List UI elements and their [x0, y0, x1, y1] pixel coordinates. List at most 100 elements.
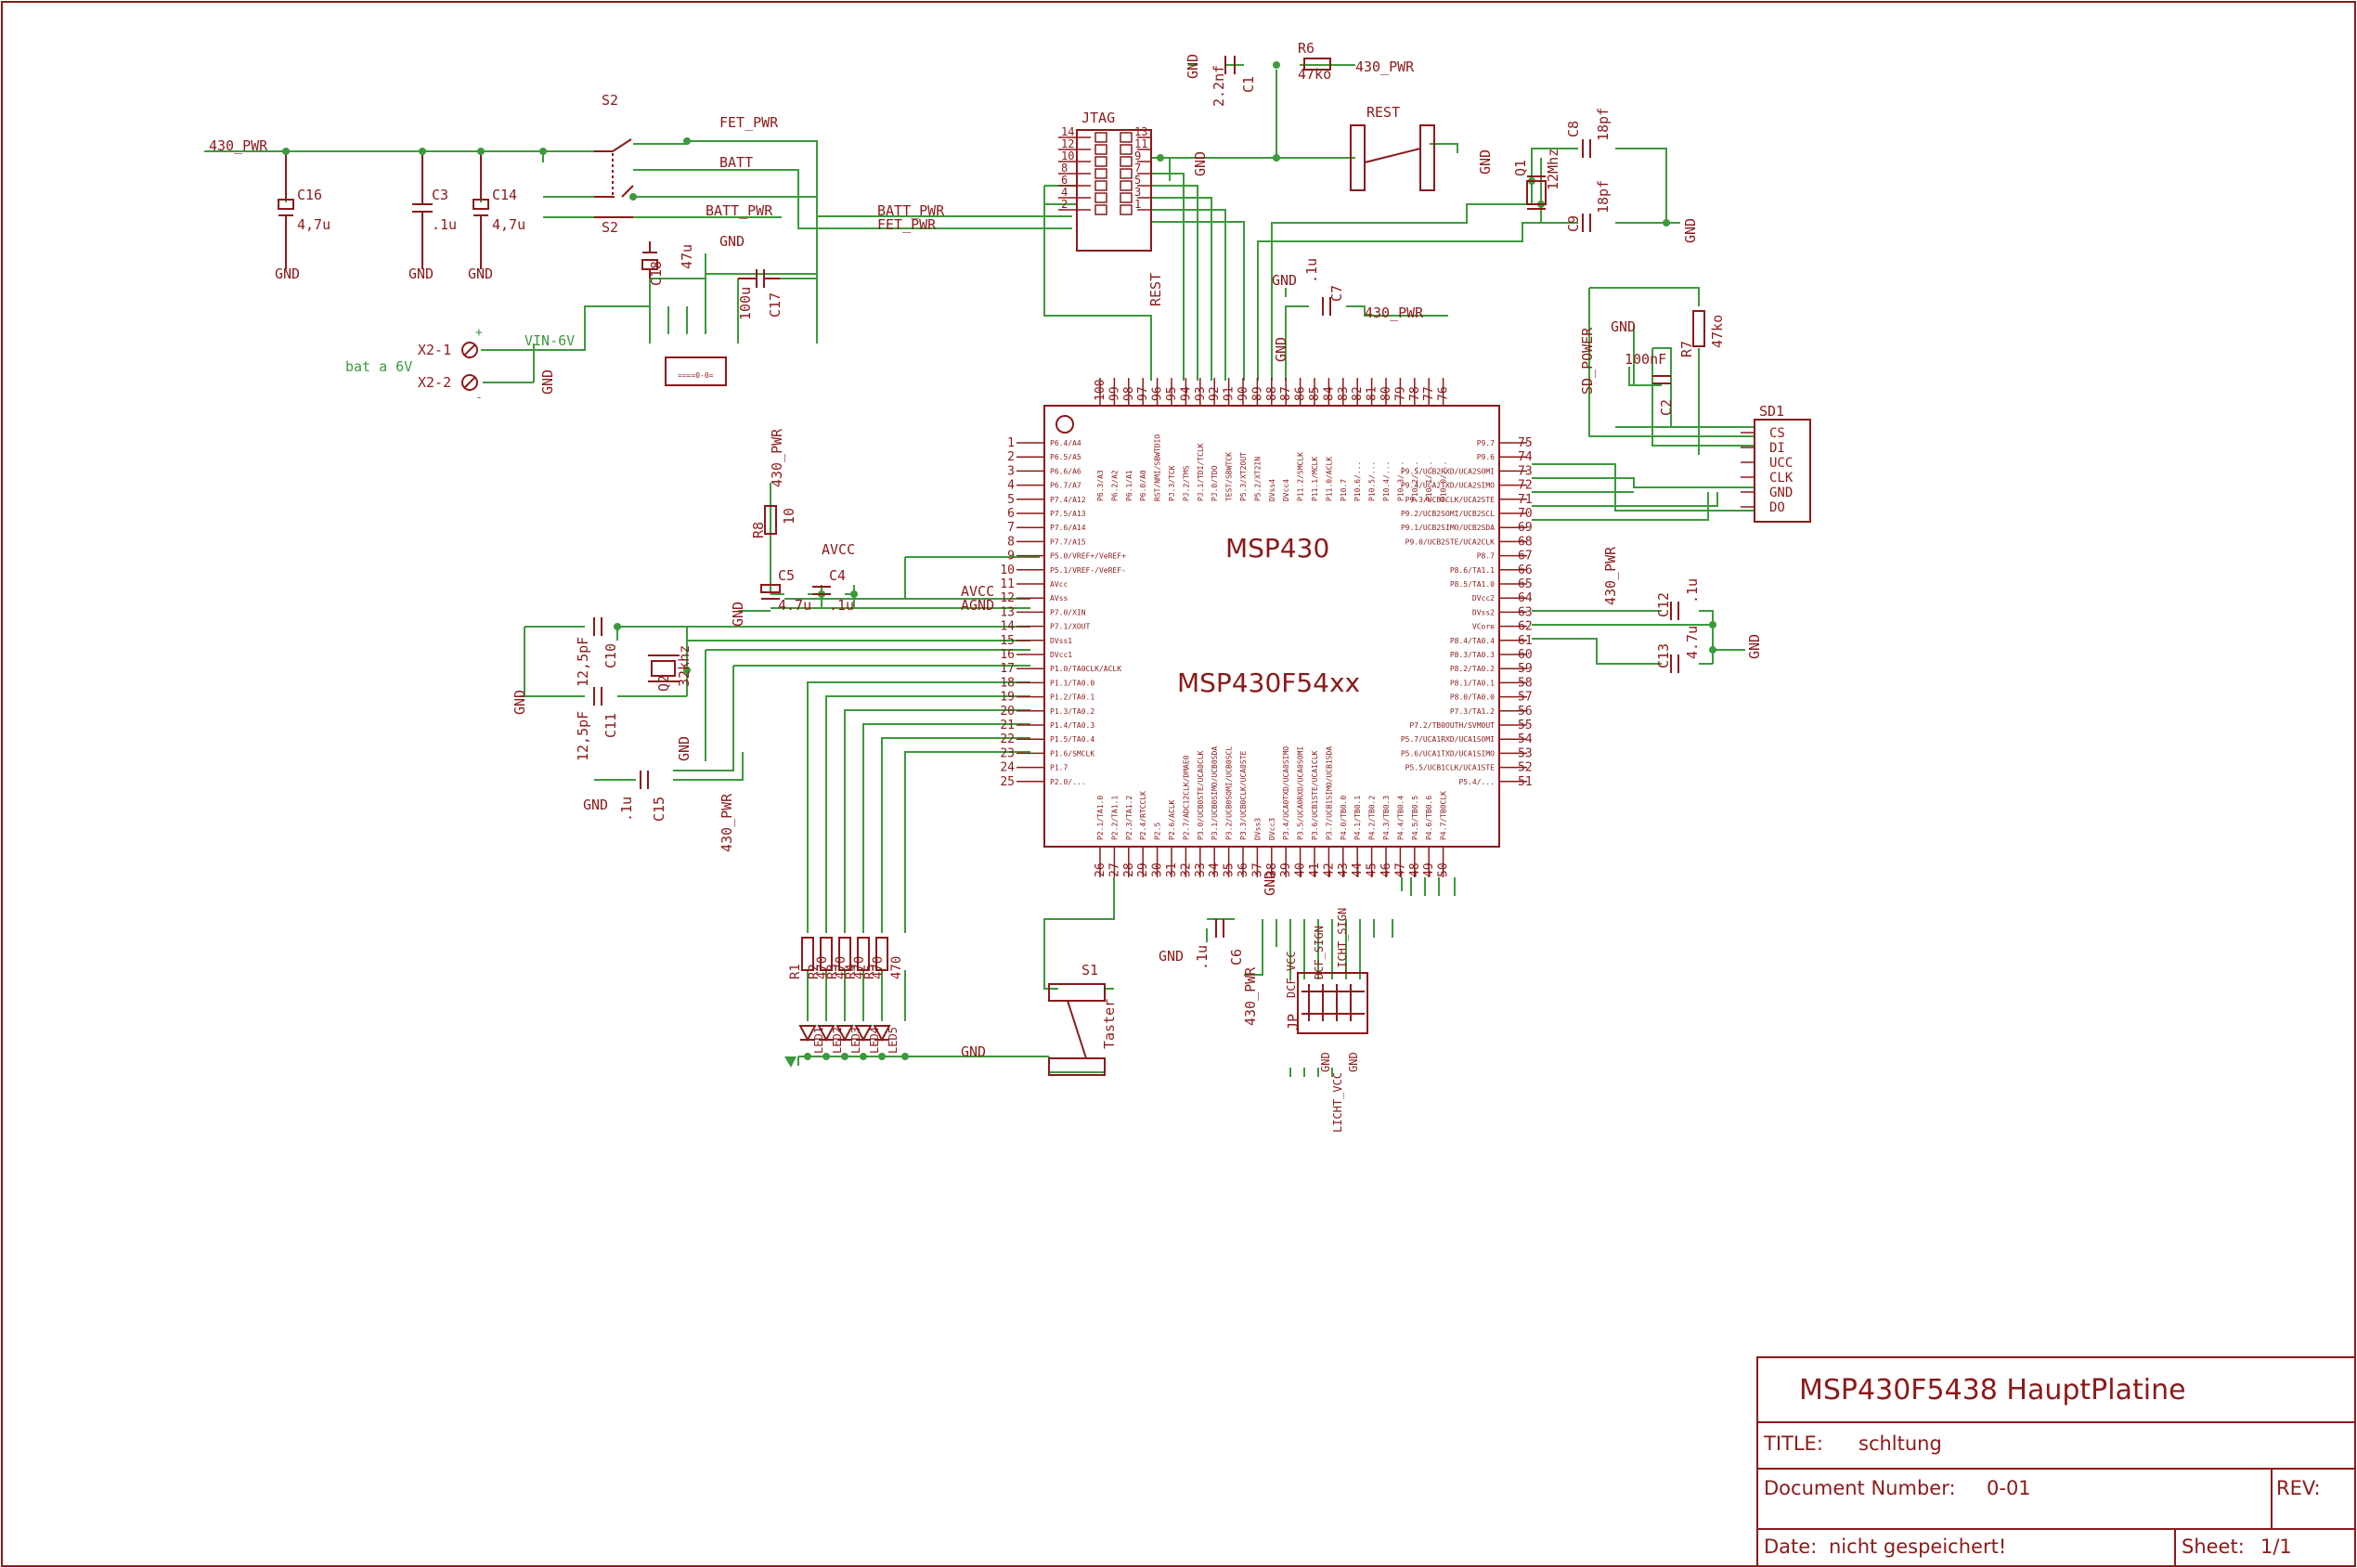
q2-value: 32khz [676, 645, 693, 687]
mcu-pin-label: P4.2/TB0.2 [1368, 796, 1377, 840]
c8-name: C8 [1565, 121, 1582, 137]
mcu-pin-number: 71 [1518, 493, 1533, 507]
terminal-x2-1: X2-1 [418, 342, 451, 358]
mcu-pin-label: DVcc3 [1268, 818, 1276, 840]
led-resistor [875, 937, 888, 971]
mcu-pin-number: 49 [1422, 862, 1436, 877]
capacitor-c1 [1224, 56, 1236, 74]
net-label-pwr-bottom: 430_PWR [1242, 966, 1259, 1026]
led-resistor-name: R1 [788, 964, 803, 979]
regulator-block [665, 356, 727, 386]
led-diode [854, 1025, 873, 1043]
jtag-pin-number: 6 [1061, 174, 1068, 187]
mcu-pin-number: 78 [1408, 386, 1422, 401]
gnd-c14: GND [468, 266, 493, 282]
wires [204, 64, 1755, 1077]
sd-pin-label: CLK [1769, 471, 1794, 486]
net-label-pwr-r8: 430_PWR [769, 428, 785, 487]
mcu-pin-label: P8.3/TA0.3 [1450, 651, 1495, 659]
led-resistor [820, 937, 833, 971]
mcu-pin-label: P6.6/A6 [1050, 467, 1081, 475]
mcu-pin-label: P7.6/A14 [1050, 524, 1086, 532]
mcu-pin-label: P10.4/... [1382, 461, 1391, 501]
jtag-pin-number: 4 [1061, 186, 1068, 199]
title-block [1756, 1356, 2356, 1567]
mcu-pin-label: PJ.1/TDI/TCLK [1197, 443, 1205, 501]
c2-name: C2 [1658, 399, 1675, 416]
mcu-pin-number: 65 [1518, 577, 1533, 591]
mcu-pin-label: P11.0/ACLK [1325, 457, 1333, 501]
mcu-pin-number: 58 [1518, 676, 1533, 690]
gnd-c16: GND [275, 266, 300, 282]
mcu-pin-number: 50 [1437, 862, 1451, 877]
mcu-pin-number: 15 [1000, 634, 1015, 648]
capacitor-c18 [641, 241, 658, 279]
net-label-fet-pwr-2: FET_PWR [877, 216, 937, 233]
mcu-pin-label: P4.7/TB0CLK [1440, 791, 1448, 840]
sd-pin-label: DI [1769, 441, 1785, 456]
c13-value: 4.7u [1684, 626, 1701, 659]
s1-value: Taster [1101, 999, 1118, 1049]
led-diode [817, 1025, 835, 1043]
mcu-pin-number: 22 [1000, 732, 1015, 746]
capacitor-c16 [278, 151, 294, 269]
mcu-pin-label: AVcc [1050, 580, 1068, 589]
s2-name-bottom: S2 [602, 219, 618, 236]
mcu-pin-number: 63 [1518, 605, 1533, 619]
jtag-pin-pad [1094, 204, 1107, 215]
mcu-pins-bottom: 26P2.1/TA1.027P2.2/TA1.128P2.3/TA1.229P2… [1094, 746, 1451, 877]
mcu-pin-number: 75 [1518, 436, 1533, 450]
r7-value: 47ko [1709, 315, 1726, 348]
mcu-pin-label: P4.4/TB0.4 [1396, 796, 1405, 840]
mcu-pin-number: 64 [1518, 591, 1533, 605]
mcu-pin-number: 38 [1265, 862, 1279, 877]
capacitor-c8 [1582, 139, 1591, 158]
mcu-pin-label: P5.5/UCB1CLK/UCA1STE [1405, 764, 1496, 772]
mcu-pin-label: P2.1/TA1.0 [1096, 796, 1105, 840]
mcu-pin-label: P7.3/TA1.2 [1450, 707, 1495, 716]
mcu-pin-label: P3.2/UCB0SOMI/UCB0SCL [1225, 746, 1234, 840]
regulator-text: ====0-0= [678, 371, 714, 380]
c17-value: 100u [737, 287, 754, 320]
mcu-pin-label: P8.1/TA0.1 [1450, 679, 1495, 687]
mcu-pin-label: P8.7 [1477, 552, 1495, 561]
mcu-pin-number: 91 [1223, 386, 1237, 401]
gnd-rest: GND [1477, 149, 1494, 175]
jtag-pin-number: 1 [1134, 198, 1141, 211]
mcu-pin-label: P10.3/... [1396, 461, 1405, 501]
mcu-pin-label: P4.3/TB0.3 [1382, 796, 1391, 840]
mcu-pin-number: 95 [1165, 386, 1179, 401]
gnd-c5: GND [730, 602, 746, 627]
mcu-pin-label: P7.7/A15 [1050, 538, 1086, 546]
title-block-heading: MSP430F5438 HauptPlatine [1799, 1374, 2186, 1406]
mcu-pin-label: P2.0/... [1050, 778, 1086, 786]
mcu-pin-number: 94 [1179, 386, 1193, 401]
mcu-pin-number: 93 [1194, 386, 1208, 401]
reset-button-label: REST [1366, 104, 1400, 121]
mcu-pin-label: P6.5/A5 [1050, 453, 1081, 461]
mcu-pin-label: P9.3/UCB2CLK/UCA2STE [1405, 496, 1496, 504]
jtag-pin-number: 8 [1061, 162, 1068, 175]
capacitor-c7 [1322, 297, 1331, 316]
mcu-pin-label: P1.2/TA0.1 [1050, 693, 1094, 702]
mcu-pin-label: P7.2/TB0OUTH/SVMOUT [1409, 721, 1495, 730]
mcu-pin-label: P10.1/... [1425, 461, 1433, 501]
net-label-sd-power: SD_POWER [1579, 327, 1596, 395]
mcu-pin-number: 51 [1518, 775, 1533, 789]
gnd-c2: GND [1611, 318, 1636, 335]
mcu-pin-number: 82 [1351, 386, 1365, 401]
mcu-pin-label: RST/NMI/SBWTDIO [1154, 434, 1162, 501]
mcu-pin-number: 13 [1000, 605, 1015, 619]
led-diode [873, 1025, 891, 1043]
led-resistor [838, 937, 851, 971]
mcu-pin-label: P10.7 [1340, 479, 1348, 501]
mcu-pin-number: 55 [1518, 719, 1533, 732]
mcu-pin-label: P3.6/UCB1STE/UCA1CLK [1311, 750, 1319, 840]
mcu-pin-number: 70 [1518, 507, 1533, 521]
capacitor-c5 [760, 584, 781, 600]
gnd-x2: GND [539, 369, 556, 395]
mcu-pin-number: 10 [1000, 564, 1015, 577]
mcu-pin-label: P3.0/UCB0STE/UCA0CLK [1197, 750, 1205, 840]
jtag-pin-pad [1120, 168, 1133, 179]
